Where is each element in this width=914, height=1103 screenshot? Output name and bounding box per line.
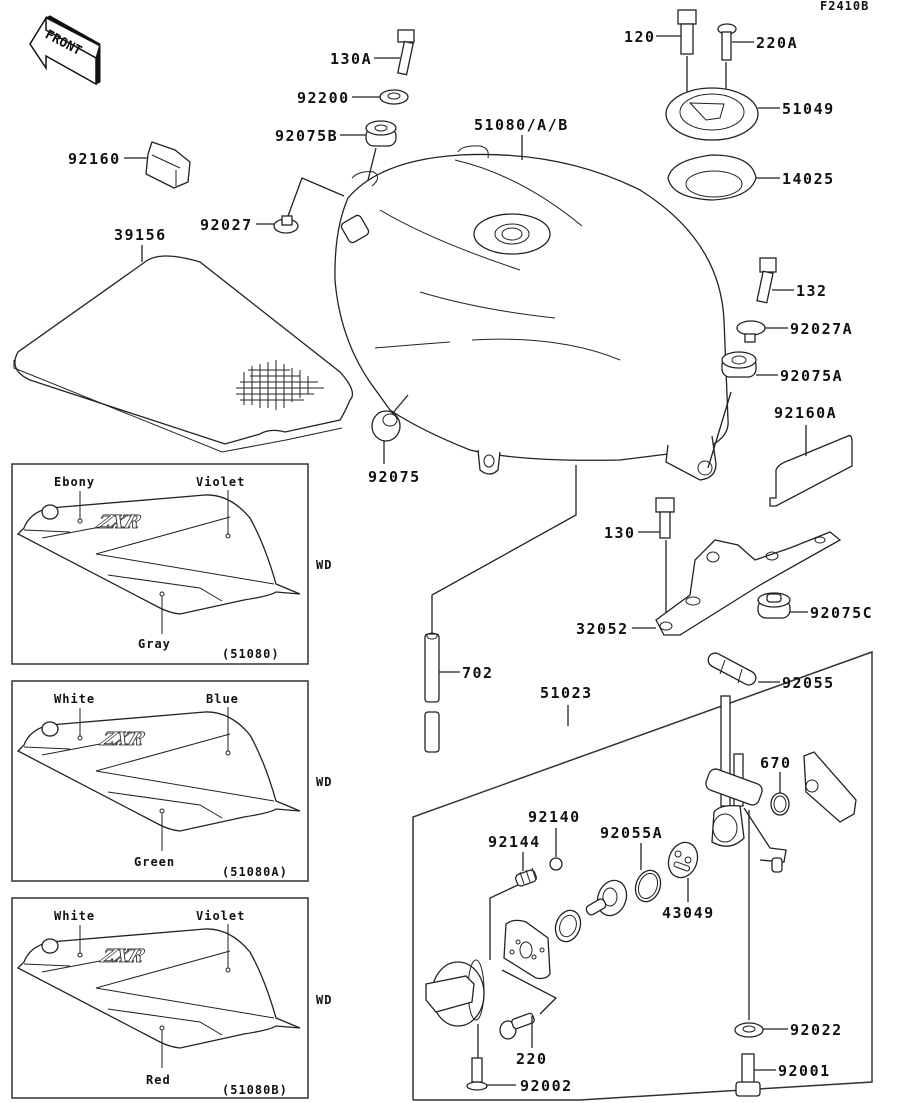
color-top-left: White — [54, 692, 95, 706]
label-39156[interactable]: 39156 — [114, 226, 167, 244]
label-51080[interactable]: 51080/A/B — [474, 116, 569, 134]
label-51023[interactable]: 51023 — [540, 684, 593, 702]
part-92027[interactable] — [273, 215, 299, 234]
front-arrow-icon: FRONT — [29, 15, 101, 86]
zxr-logo: ZXR — [97, 947, 147, 967]
part-670[interactable] — [770, 792, 790, 816]
part-51049[interactable] — [665, 87, 759, 141]
fuel-cock-cover[interactable] — [803, 751, 857, 823]
label-92027A[interactable]: 92027A — [790, 320, 853, 338]
part-92140[interactable] — [549, 857, 563, 871]
label-670[interactable]: 670 — [760, 754, 792, 772]
part-92160[interactable] — [145, 141, 191, 189]
part-43049[interactable] — [664, 838, 703, 881]
variant-tank-illustration: ZXR — [16, 707, 301, 851]
color-top-left: Ebony — [54, 475, 95, 489]
part-220A[interactable] — [717, 23, 737, 61]
label-92160A[interactable]: 92160A — [774, 404, 837, 422]
color-top-right: Violet — [196, 909, 245, 923]
variant-tank-illustration: ZXR — [16, 490, 301, 634]
part-92055[interactable] — [706, 651, 758, 688]
part-92002[interactable] — [466, 1057, 488, 1091]
color-bottom: Green — [134, 855, 175, 869]
fuel-cock-body[interactable] — [704, 695, 787, 873]
label-92075B[interactable]: 92075B — [275, 127, 338, 145]
part-39156[interactable] — [13, 255, 354, 453]
region-label: WD — [316, 775, 332, 789]
part-14025[interactable] — [667, 154, 757, 201]
part-92075A[interactable] — [721, 351, 757, 378]
label-92055A[interactable]: 92055A — [600, 824, 663, 842]
region-label: WD — [316, 993, 332, 1007]
bolt-shank-icon — [396, 40, 414, 76]
mesh-pattern-icon — [236, 360, 324, 410]
part-120[interactable] — [677, 9, 697, 55]
part-92144[interactable] — [515, 867, 538, 887]
part-92200[interactable] — [379, 89, 409, 105]
label-92027[interactable]: 92027 — [200, 216, 253, 234]
part-130A[interactable] — [396, 29, 415, 76]
variant-tank-illustration: ZXR — [16, 924, 301, 1068]
bolt-head-icon — [397, 29, 415, 43]
part-92022[interactable] — [734, 1022, 764, 1038]
label-92160[interactable]: 92160 — [68, 150, 121, 168]
label-92075C[interactable]: 92075C — [810, 604, 873, 622]
variant-box-3: ZXR White Violet Red (51080B) — [11, 897, 309, 1099]
label-702[interactable]: 702 — [462, 664, 494, 682]
variant-box-1: ZXR Ebony Violet Gray (51080) — [11, 463, 309, 665]
variant-box-2: ZXR White Blue Green (51080A) — [11, 680, 309, 882]
figure-code: F2410B — [820, 0, 869, 13]
part-220[interactable] — [499, 1012, 535, 1040]
zxr-logo: ZXR — [93, 513, 143, 533]
label-120[interactable]: 120 — [624, 28, 656, 46]
color-bottom: Gray — [138, 637, 171, 651]
seal-ring — [554, 909, 582, 943]
label-92001[interactable]: 92001 — [778, 1062, 831, 1080]
variant-code: (51080A) — [222, 865, 288, 879]
color-top-right: Violet — [196, 475, 245, 489]
part-92075[interactable] — [371, 410, 401, 442]
label-132[interactable]: 132 — [796, 282, 828, 300]
part-32052[interactable] — [655, 531, 842, 636]
label-51049[interactable]: 51049 — [782, 100, 835, 118]
label-32052[interactable]: 32052 — [576, 620, 629, 638]
label-220[interactable]: 220 — [516, 1050, 548, 1068]
label-43049[interactable]: 43049 — [662, 904, 715, 922]
color-top-left: White — [54, 909, 95, 923]
part-132[interactable] — [756, 257, 777, 304]
part-51080-fuel-tank[interactable] — [334, 145, 729, 481]
zxr-logo: ZXR — [97, 730, 147, 750]
label-92144[interactable]: 92144 — [488, 833, 541, 851]
part-92055A[interactable] — [631, 867, 664, 905]
variant-code: (51080) — [222, 647, 280, 661]
fuel-filler-neck — [340, 214, 370, 244]
valve-plate — [503, 919, 551, 980]
label-130[interactable]: 130 — [604, 524, 636, 542]
part-92160A[interactable] — [769, 434, 853, 507]
label-92075A[interactable]: 92075A — [780, 367, 843, 385]
label-92055[interactable]: 92055 — [782, 674, 835, 692]
label-92002[interactable]: 92002 — [520, 1077, 573, 1095]
color-bottom: Red — [146, 1073, 171, 1087]
label-92140[interactable]: 92140 — [528, 808, 581, 826]
valve-spool — [585, 879, 628, 917]
label-92022[interactable]: 92022 — [790, 1021, 843, 1039]
variant-code: (51080B) — [222, 1083, 288, 1097]
part-92001[interactable] — [735, 1053, 761, 1097]
assembly-frame-51023 — [412, 650, 873, 1101]
part-130[interactable] — [655, 497, 675, 539]
part-702-hose[interactable] — [424, 632, 440, 753]
label-92200[interactable]: 92200 — [297, 89, 350, 107]
label-130A[interactable]: 130A — [330, 50, 372, 68]
region-label: WD — [316, 558, 332, 572]
fuel-cock-lever[interactable] — [425, 959, 485, 1027]
part-92075C[interactable] — [757, 592, 791, 619]
color-top-right: Blue — [206, 692, 239, 706]
label-92075[interactable]: 92075 — [368, 468, 421, 486]
part-92027A[interactable] — [736, 320, 766, 343]
label-220A[interactable]: 220A — [756, 34, 798, 52]
part-92075B[interactable] — [365, 120, 397, 147]
label-14025[interactable]: 14025 — [782, 170, 835, 188]
